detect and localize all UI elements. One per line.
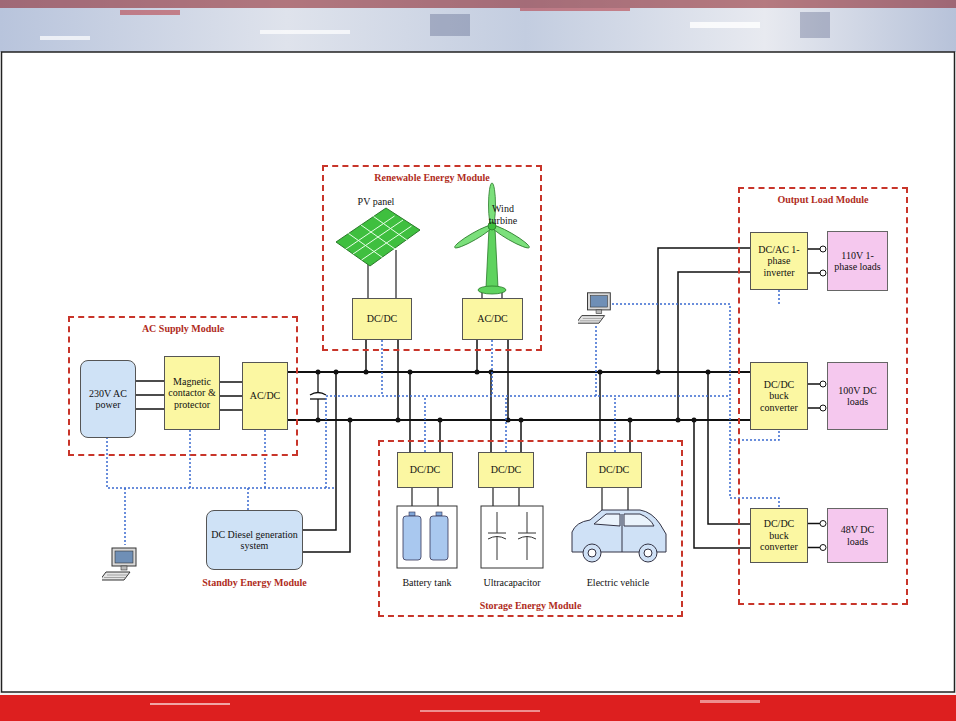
wire-line — [220, 381, 242, 383]
wire-line — [220, 395, 242, 397]
converter-box: AC/DC — [242, 362, 288, 430]
load-wire — [808, 381, 826, 411]
computer-icon — [100, 548, 136, 580]
module-title: Renewable Energy Module — [324, 172, 540, 183]
module-title: AC Supply Module — [70, 323, 296, 334]
part-label: Battery tank — [402, 577, 451, 589]
wire-line — [220, 409, 242, 411]
pv-panel-icon — [336, 208, 420, 298]
computer-icon — [576, 293, 610, 323]
box-text: 100V DC loads — [831, 385, 884, 408]
box-text: DC/DC — [410, 464, 441, 476]
load-box: 100V DC loads — [827, 362, 888, 430]
bottom-band — [0, 692, 956, 721]
contactor-box: Magnetic contactor & protector — [164, 356, 220, 430]
module-region: Output Load ModuleDC/AC 1-phase inverter… — [738, 187, 908, 605]
module-region: Renewable Energy ModuleDC/DC AC/DC — [322, 165, 542, 351]
wire-line — [136, 408, 164, 410]
wire-line — [808, 547, 820, 549]
wind-turbine-icon — [453, 183, 531, 298]
box-text: DC/DC — [491, 464, 522, 476]
module-title: Standby Energy Module — [202, 577, 306, 589]
terminal-dot — [820, 270, 826, 276]
power-wire — [220, 382, 242, 410]
source-box: 230V AC power — [80, 360, 136, 438]
module-region: AC Supply Module 230V AC power Magnetic co… — [68, 316, 298, 456]
electric-vehicle-icon — [572, 510, 666, 562]
wire-line — [808, 248, 820, 250]
box-text: AC/DC — [250, 390, 281, 402]
converter-box: AC/DC — [462, 298, 523, 340]
wire-line — [808, 523, 820, 525]
box-text: AC/DC — [477, 313, 508, 325]
terminal-dot — [820, 545, 826, 551]
part-label: Wind turbine — [480, 203, 526, 226]
converter-box: DC/DC — [397, 452, 453, 488]
wire-line — [136, 380, 164, 382]
ultracapacitor-icon — [481, 506, 543, 568]
load-wire — [808, 521, 826, 551]
box-text: 230V AC power — [84, 388, 132, 411]
power-wire — [136, 381, 164, 409]
box-text: 110V 1-phase loads — [831, 250, 884, 273]
converter-box: DC/DC — [478, 452, 534, 488]
part-label: Electric vehicle — [587, 577, 649, 589]
box-text: DC/DC — [367, 313, 398, 325]
box-text: DC/AC 1-phase inverter — [754, 244, 804, 279]
inverter-box: DC/AC 1-phase inverter — [750, 232, 808, 290]
box-text: 48V DC loads — [831, 524, 884, 547]
top-band — [0, 0, 956, 52]
slide-frame — [2, 52, 955, 692]
load-box: 110V 1-phase loads — [827, 231, 888, 291]
box-text: DC/DC buck converter — [754, 379, 804, 414]
load-box: 48V DC loads — [827, 508, 888, 563]
module-title: Storage Energy Module — [380, 600, 681, 611]
box-text: DC Diesel generation system — [210, 529, 299, 552]
load-wire — [808, 246, 826, 276]
terminal-dot — [820, 405, 826, 411]
converter-box: DC/DC — [352, 298, 412, 340]
battery-tank-icon — [397, 506, 457, 568]
converter-box: DC/DC buck converter — [750, 362, 808, 430]
wire-line — [808, 383, 820, 385]
converter-box: DC/DC buck converter — [750, 508, 808, 563]
capacitor-symbol — [310, 372, 326, 420]
terminal-dot — [820, 381, 826, 387]
generator-box: DC Diesel generation systemStandby Energ… — [206, 510, 303, 570]
module-title: Output Load Module — [740, 194, 906, 205]
converter-box: DC/DC — [586, 452, 642, 488]
part-label: PV panel — [358, 196, 395, 208]
module-region: Storage Energy Module DC/DC DC/DC DC/DC — [378, 440, 683, 617]
box-text: Magnetic contactor & protector — [168, 376, 216, 411]
box-text: DC/DC buck converter — [754, 518, 804, 553]
terminal-dot — [820, 246, 826, 252]
wire-line — [136, 394, 164, 396]
wire-line — [808, 407, 820, 409]
box-text: DC/DC — [599, 464, 630, 476]
terminal-dot — [820, 521, 826, 527]
part-label: Ultracapacitor — [483, 577, 540, 589]
wire-line — [808, 272, 820, 274]
